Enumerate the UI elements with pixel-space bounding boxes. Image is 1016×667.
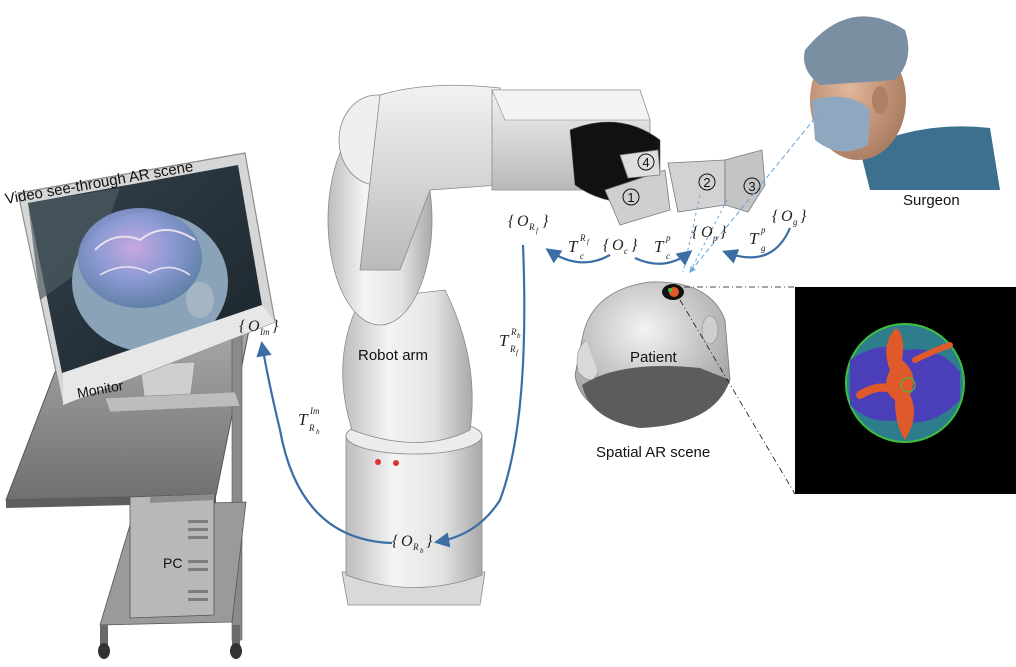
svg-text:f: f (587, 238, 590, 246)
frame-O-Im: { O Im } (239, 318, 279, 337)
svg-text:g: g (761, 243, 766, 253)
svg-text:R: R (412, 542, 419, 552)
svg-text:b: b (316, 428, 320, 436)
svg-text:c: c (666, 251, 670, 261)
inset-zoom (795, 287, 1016, 494)
svg-text:p: p (760, 225, 766, 235)
transform-T-c-p: T p c (654, 233, 671, 261)
frame-O-Rf: { O R f } (508, 213, 549, 235)
label-pc: PC (163, 555, 182, 571)
svg-text:b: b (420, 547, 424, 555)
svg-text:{: { (239, 318, 246, 335)
svg-text:T: T (499, 331, 510, 350)
svg-text:T: T (749, 229, 760, 248)
arrow-rb-to-im (256, 340, 393, 545)
svg-text:1: 1 (627, 190, 634, 205)
marker-3: 3 (743, 177, 761, 195)
svg-text:T: T (298, 410, 309, 429)
svg-text:f: f (516, 349, 519, 357)
svg-text:p: p (665, 233, 671, 243)
monitor (17, 152, 276, 413)
arrow-g-to-p (722, 227, 792, 264)
marker-4: 4 (637, 153, 655, 171)
arrow-c-to-p (634, 250, 693, 266)
arrow-rf-to-rb (433, 244, 526, 548)
frame-O-Rb: { O R b } (392, 533, 433, 555)
marker-1: 1 (622, 188, 640, 206)
label-robot-arm: Robot arm (358, 347, 428, 364)
arrow-c-to-rf (545, 248, 611, 264)
svg-text:f: f (536, 227, 539, 235)
svg-text:O: O (248, 318, 260, 335)
projector-line-2 (689, 199, 728, 273)
frame-O-c: { O c } (603, 237, 638, 256)
svg-text:R: R (528, 222, 535, 232)
svg-text:p: p (712, 233, 718, 243)
svg-text:T: T (568, 237, 579, 256)
svg-text:}: } (426, 533, 433, 550)
svg-text:c: c (624, 246, 628, 256)
svg-text:}: } (272, 318, 279, 335)
projector-line (682, 194, 701, 273)
label-patient: Patient (630, 349, 678, 366)
svg-text:O: O (401, 533, 413, 550)
label-surgeon: Surgeon (903, 192, 960, 209)
svg-text:T: T (654, 237, 665, 256)
svg-text:3: 3 (748, 179, 755, 194)
marker-2: 2 (698, 173, 716, 191)
svg-text:g: g (793, 217, 798, 227)
svg-text:R: R (579, 233, 586, 243)
transform-T-g-p: T p g (749, 225, 766, 253)
surgeon-sightline (689, 111, 821, 274)
label-spatial-ar-scene: Spatial AR scene (596, 444, 710, 461)
svg-text:4: 4 (642, 155, 649, 170)
surgeon-figure (804, 16, 1000, 190)
svg-text:c: c (580, 251, 584, 261)
svg-text:R: R (509, 344, 516, 354)
robot-arm (327, 84, 766, 606)
svg-text:b: b (517, 332, 521, 340)
pc-vents (188, 520, 208, 601)
svg-text:O: O (612, 237, 624, 254)
svg-text:{: { (392, 533, 399, 550)
svg-text:}: } (720, 224, 727, 241)
svg-text:R: R (308, 423, 315, 433)
transform-T-Rb-Im: T Im R b (298, 406, 320, 436)
svg-text:Im: Im (309, 406, 320, 416)
frame-O-g: { O g } (772, 208, 807, 227)
transform-T-c-Rf: T R f c (568, 233, 590, 261)
svg-text:O: O (701, 224, 713, 241)
inset-leader-bottom (679, 299, 796, 495)
svg-text:{: { (772, 208, 779, 225)
svg-text:{: { (508, 213, 515, 230)
svg-text:O: O (781, 208, 793, 225)
svg-text:O: O (517, 213, 529, 230)
transform-arrows (256, 227, 792, 548)
svg-text:2: 2 (703, 175, 710, 190)
svg-text:{: { (692, 224, 699, 241)
svg-text:}: } (631, 237, 638, 254)
svg-text:}: } (800, 208, 807, 225)
svg-text:}: } (542, 213, 549, 230)
patient-head (574, 281, 731, 428)
transform-T-Rf-Rb: T R b R f (499, 327, 521, 357)
svg-text:R: R (510, 327, 517, 337)
frame-O-p: { O p } (692, 224, 727, 243)
svg-text:{: { (603, 237, 610, 254)
svg-text:Im: Im (259, 327, 270, 337)
